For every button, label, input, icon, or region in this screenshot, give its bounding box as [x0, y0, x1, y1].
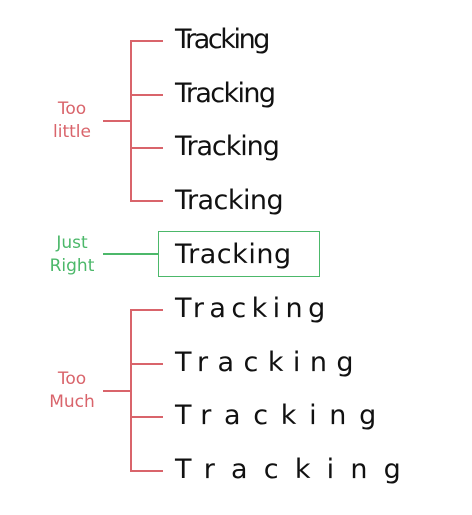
bracket-tick — [130, 94, 163, 96]
tracking-sample: Tracking — [175, 293, 331, 324]
tracking-sample: Tracking — [175, 131, 280, 162]
group-label-line: Right — [49, 256, 95, 276]
group-label-line: Too — [57, 99, 87, 119]
bracket-tick — [130, 470, 163, 472]
tracking-sample: Tracking — [175, 24, 270, 55]
group-label-too-much: Too Much — [40, 368, 104, 414]
connector-line — [103, 253, 159, 255]
tracking-sample: Tracking — [175, 239, 292, 270]
bracket-vertical — [130, 309, 132, 471]
group-label-line: Too — [57, 369, 87, 389]
connector-line — [103, 120, 131, 122]
bracket-tick — [130, 309, 163, 311]
tracking-sample: Tracking — [175, 78, 276, 109]
group-label-too-little: Too little — [40, 98, 104, 144]
tracking-sample: Tracking — [175, 185, 284, 216]
tracking-sample: Tracking — [175, 347, 364, 378]
bracket-tick — [130, 416, 163, 418]
just-right-box — [158, 231, 320, 277]
tracking-sample: Tracking — [175, 400, 389, 431]
group-label-just-right: Just Right — [40, 232, 104, 278]
bracket-tick — [130, 147, 163, 149]
bracket-vertical — [130, 40, 132, 201]
bracket-tick — [130, 200, 163, 202]
tracking-sample: Tracking — [175, 454, 418, 485]
group-label-line: Much — [49, 392, 95, 412]
bracket-tick — [130, 363, 163, 365]
connector-line — [103, 390, 131, 392]
bracket-tick — [130, 40, 163, 42]
group-label-line: Just — [56, 233, 88, 253]
group-label-line: little — [53, 122, 91, 142]
